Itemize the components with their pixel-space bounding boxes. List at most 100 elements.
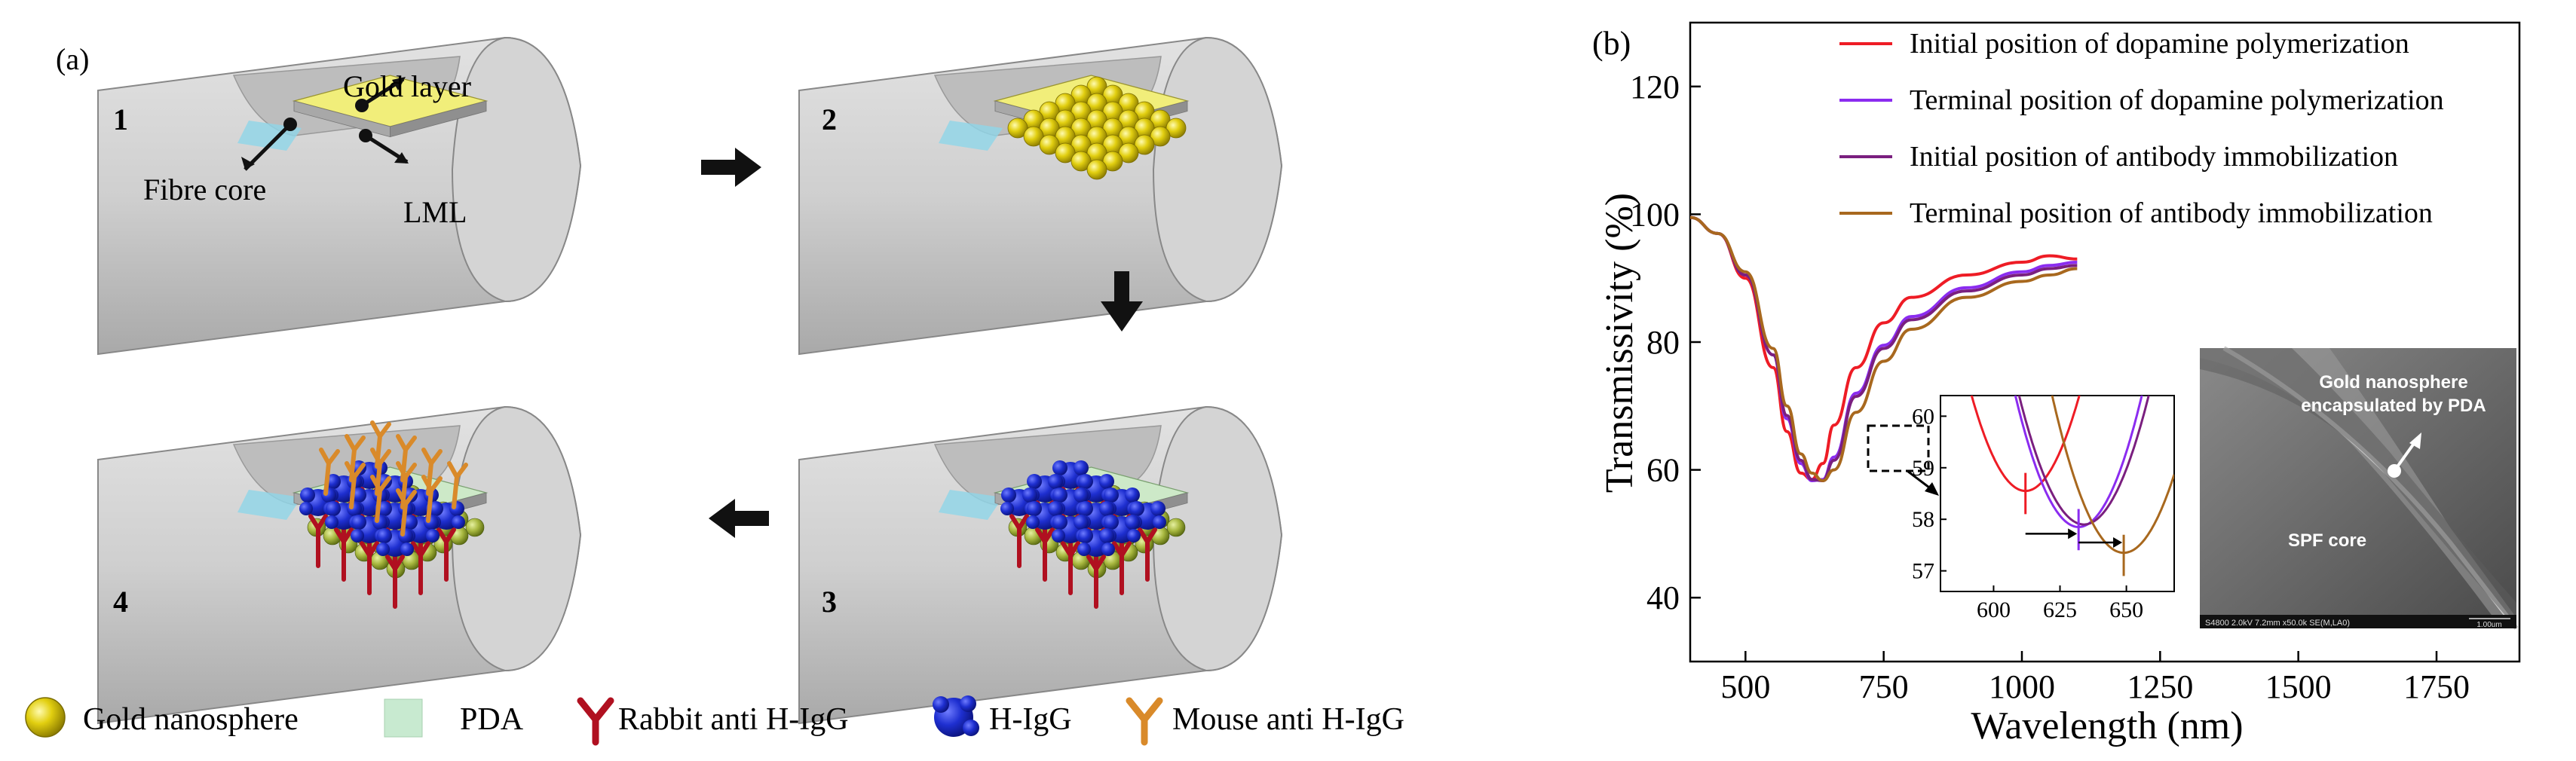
gold-nanosphere	[1150, 126, 1171, 147]
inset-x-tick-label: 650	[2109, 597, 2143, 622]
gold-nanosphere	[1118, 142, 1139, 164]
mouse-antibody	[319, 448, 340, 496]
inset-y-tick-label: 60	[1912, 404, 1934, 429]
gold-nanosphere	[1055, 142, 1076, 164]
legend-pda: PDA	[384, 698, 524, 738]
y-antibody-icon	[1126, 697, 1163, 746]
arrow-down	[1101, 271, 1143, 332]
inset-series-line-0	[1970, 396, 2081, 493]
gold-nanosphere	[1134, 134, 1155, 155]
antibody-complex	[325, 461, 366, 582]
gold-nanosphere	[1102, 151, 1123, 172]
y-axis-label: Transmissivity (%)	[1598, 193, 1641, 493]
shift-arrowhead	[2068, 528, 2078, 539]
legend-rabbit-anti-higg: Rabbit anti H-IgG	[577, 697, 849, 746]
inset-frame	[1940, 395, 2175, 592]
y-tick-label: 100	[1630, 196, 1680, 233]
antibody-complex	[299, 448, 340, 568]
rabbit-antibody	[1061, 541, 1080, 595]
rabbit-antibody	[1112, 541, 1132, 595]
zoom-pointer	[1907, 469, 1933, 491]
y-tick-label: 40	[1646, 579, 1680, 616]
inset-y-tick-label: 58	[1912, 507, 1934, 532]
rabbit-antibody	[436, 527, 456, 582]
sem-scale-bar: 1.00um	[2476, 621, 2501, 629]
step-3-number: 3	[822, 585, 837, 619]
inset-x-tick-label: 600	[1977, 597, 2011, 622]
rabbit-antibody	[1138, 527, 1157, 582]
step-3-scheme	[798, 406, 1282, 724]
legend-entry: Initial position of antibody immobilizat…	[1910, 141, 2398, 173]
step-4-scheme	[97, 406, 581, 724]
legend-label: Mouse anti H-IgG	[1172, 702, 1404, 737]
gold-nanosphere-icon	[25, 697, 66, 738]
x-tick-label: 1750	[2403, 668, 2470, 705]
arrow-right	[701, 148, 761, 187]
y-antibody-icon	[577, 697, 614, 746]
mouse-antibody	[421, 475, 443, 523]
legend-gold-nanosphere: Gold nanosphere	[25, 697, 299, 738]
legend-entry: Terminal position of antibody immobiliza…	[1910, 197, 2433, 229]
inset-series-line-1	[2014, 396, 2143, 529]
legend-entry: Initial position of dopamine polymerizat…	[1910, 28, 2409, 60]
gold-nanosphere	[1086, 159, 1107, 180]
legend-mouse-anti-higg: Mouse anti H-IgG	[1126, 697, 1404, 746]
sem-core-label: SPF core	[2288, 530, 2366, 551]
arrow-left	[709, 499, 769, 538]
legend-panel-b: Initial position of dopamine polymerizat…	[1839, 28, 2444, 229]
sem-inset-image: Gold nanosphere encapsulated by PDA SPF …	[2200, 346, 2519, 630]
rabbit-antibody	[334, 527, 354, 582]
fibre-core-label: Fibre core	[143, 173, 266, 206]
inset-series-line-2	[2017, 396, 2150, 526]
panel-b-label: (b)	[1592, 25, 1631, 62]
zoom-region-box	[1867, 424, 1930, 472]
pda-square-icon	[384, 698, 423, 738]
step-2-scheme	[798, 37, 1282, 355]
step-2-number: 2	[822, 102, 837, 136]
gold-nanosphere	[1039, 134, 1060, 155]
gold-nanosphere	[1165, 118, 1187, 139]
x-tick-label: 500	[1720, 668, 1770, 705]
legend-h-igg: H-IgG	[933, 695, 1072, 737]
shift-arrowhead	[2113, 537, 2123, 548]
legend-label: Gold nanosphere	[83, 702, 299, 737]
gold-nanosphere	[1023, 126, 1044, 147]
gold-nanosphere	[1007, 118, 1028, 139]
inset-y-tick-label: 59	[1912, 456, 1934, 481]
mouse-antibody	[396, 488, 417, 536]
series-line-3	[1689, 215, 2078, 483]
step-4-number: 4	[113, 585, 128, 619]
x-axis-label: Wavelength (nm)	[1971, 704, 2243, 747]
sem-annotation-line2: encapsulated by PDA	[2301, 396, 2486, 416]
y-tick-label: 120	[1630, 69, 1680, 105]
pda-coated-nanosphere	[465, 518, 485, 537]
step-1-scheme	[97, 37, 581, 355]
gold-layer-label: Gold layer	[343, 69, 471, 103]
x-tick-label: 1500	[2265, 668, 2332, 705]
legend-entry: Terminal position of dopamine polymeriza…	[1910, 84, 2444, 116]
fibre-core-pointer	[244, 123, 292, 171]
lml-label: LML	[403, 195, 467, 229]
y-tick-label: 60	[1646, 452, 1680, 489]
mouse-antibody	[345, 461, 366, 509]
rabbit-antibody	[308, 514, 328, 568]
rabbit-antibody	[360, 541, 379, 595]
rabbit-antibody	[1086, 555, 1106, 609]
legend-panel-a: Gold nanosphere PDA Rabbit anti H-IgG H-…	[25, 695, 1404, 746]
rabbit-antibody	[411, 541, 430, 595]
pda-coated-nanosphere	[1166, 518, 1186, 537]
step-1-number: 1	[113, 102, 128, 136]
rabbit-antibody	[1035, 527, 1055, 582]
x-tick-label: 750	[1859, 668, 1909, 705]
sem-info-text: S4800 2.0kV 7.2mm x50.0k SE(M,LA0)	[2205, 619, 2350, 628]
rabbit-antibody	[1009, 514, 1029, 568]
inset-y-tick-label: 57	[1912, 559, 1934, 584]
antibody-complex	[1052, 515, 1089, 595]
sem-annotation-line1: Gold nanosphere	[2319, 372, 2467, 393]
legend-label: Rabbit anti H-IgG	[618, 702, 849, 737]
y-tick-label: 80	[1646, 324, 1680, 361]
antibody-complex	[1077, 528, 1115, 609]
